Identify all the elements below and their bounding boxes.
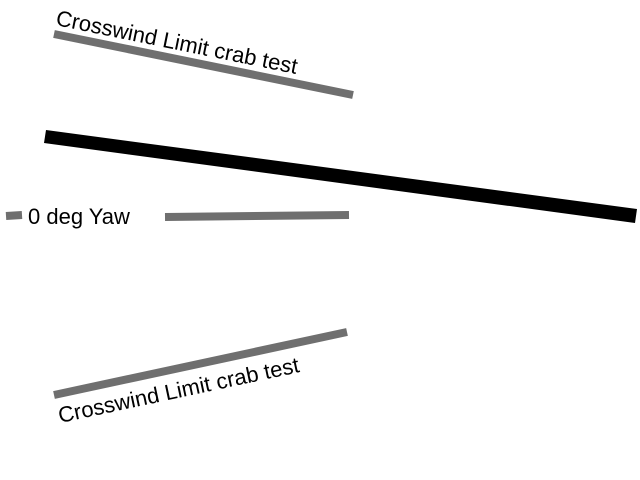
zero-yaw-line <box>164 211 350 221</box>
reference-heading-line <box>44 130 637 223</box>
bottom-crab-line <box>53 328 348 399</box>
top-crab-line <box>53 30 354 99</box>
zero-yaw-tick <box>5 211 23 220</box>
zero-yaw-label: 0 deg Yaw <box>28 204 130 229</box>
